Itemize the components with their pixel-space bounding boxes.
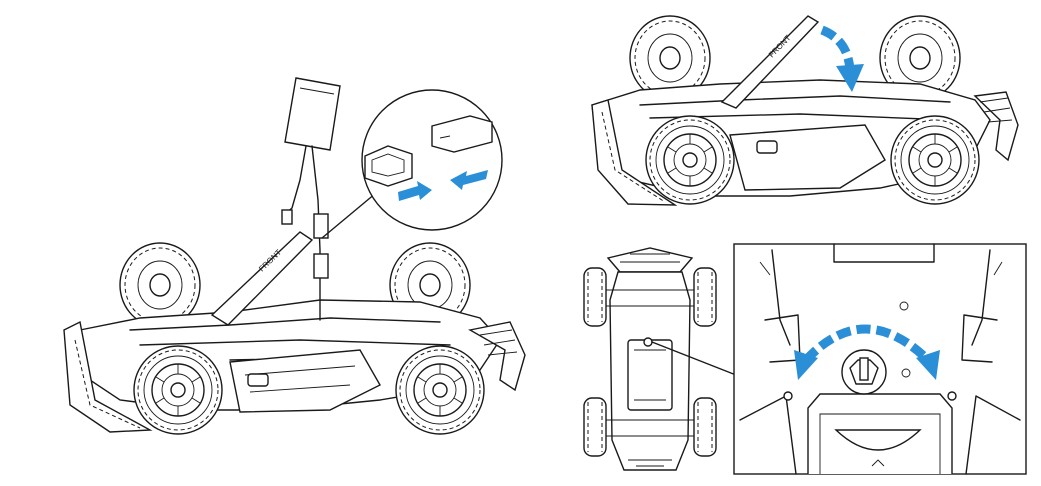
battery-cover-closing bbox=[720, 15, 820, 109]
battery-insert-view: FRONT bbox=[63, 77, 526, 435]
front-right-wheel bbox=[395, 345, 485, 435]
front-right-wheel-2 bbox=[890, 115, 980, 205]
top-wheel-fl bbox=[583, 267, 607, 327]
rotate-clip-arrow-icon bbox=[794, 324, 940, 380]
connector-push-arrows-icon bbox=[398, 170, 488, 201]
logo-plate bbox=[247, 373, 269, 387]
connector-detail-callout bbox=[361, 89, 503, 231]
rear-wing bbox=[468, 321, 526, 392]
battery-cover-open bbox=[210, 231, 314, 326]
battery-clip-rotate-detail bbox=[733, 243, 1027, 475]
side-skirt bbox=[229, 349, 381, 413]
front-left-wheel bbox=[133, 345, 223, 435]
battery-tray-top bbox=[627, 339, 673, 411]
rear-wing-2 bbox=[973, 91, 1019, 162]
cover-close-arrow-icon bbox=[820, 25, 864, 92]
battery-pack bbox=[281, 77, 341, 321]
top-wheel-rr bbox=[693, 397, 717, 457]
battery-clip-top bbox=[643, 337, 653, 347]
cover-tab bbox=[834, 429, 922, 451]
front-bumper-2 bbox=[591, 99, 678, 206]
esc-connector bbox=[313, 253, 329, 279]
top-view-overview bbox=[583, 247, 737, 471]
top-wheel-rl bbox=[583, 397, 607, 457]
battery-cover-close-view: FRONT bbox=[591, 15, 1019, 206]
battery-connector bbox=[313, 213, 329, 239]
top-wheel-fr bbox=[693, 267, 717, 327]
battery-clip-knob bbox=[841, 349, 887, 395]
detail-leader bbox=[651, 341, 737, 376]
front-left-wheel-2 bbox=[645, 115, 735, 205]
front-wing-top bbox=[606, 247, 694, 273]
front-bumper bbox=[63, 320, 153, 433]
